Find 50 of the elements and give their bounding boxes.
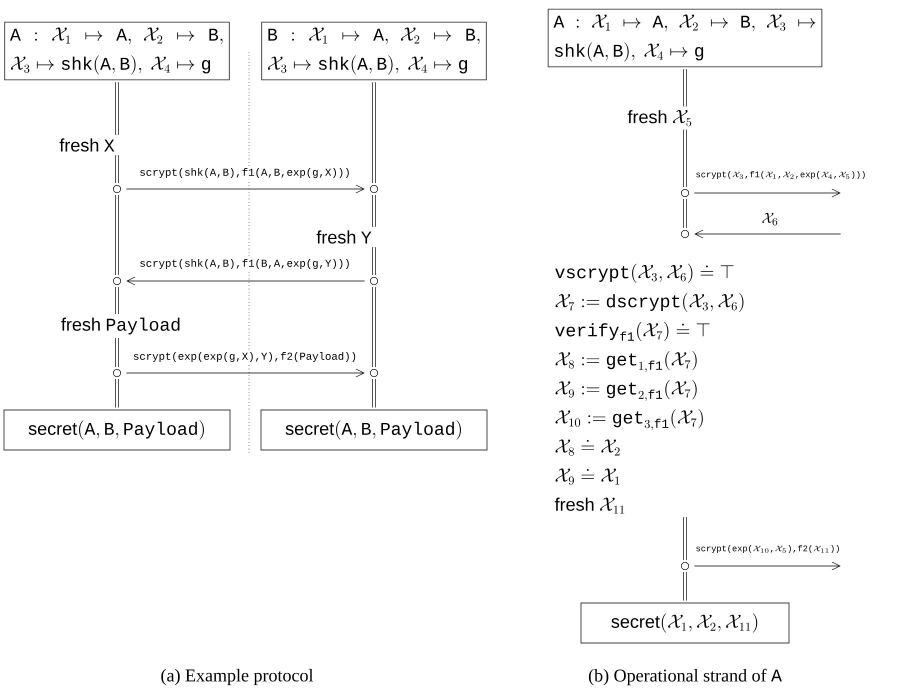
message-arrow [126,184,365,194]
edge-label: $\texttt{scrypt(exp(}\mathcal{X}_{10}\texttt{,}\mathcal{X}_5\texttt{),f2(}\mathcal{X}_{11}\texttt{))}$ [694,544,842,554]
double-line [115,379,119,408]
message-arrow [694,188,841,198]
event-circle [681,189,689,197]
message-arrow [694,230,841,238]
assignment-box: $\mathtt{A}:\mathcal{X}_1\mapsto\mathtt{A},\allowbreak\ \mathcal{X}_2\mapsto\mathtt{B},\allowbreak\ \mathcal{X}_3\mapsto\mathtt{shk}(\mathtt{A},\mathtt{B}),\allowbreak\ \mathcal{X}_4\mapsto\mathtt{g}$ [548,8,822,68]
double-line [372,82,376,183]
event-circle [681,562,689,570]
edge-label: $\texttt{scrypt(shk(A,B),f1(B,A,exp(g,Y)))}$ [138,258,352,270]
fresh-label: $\mathsf{fresh}\ \mathtt{X}$ [60,138,114,152]
double-line [683,69,687,106]
assignment-box: $\mathtt{A}:\mathcal{X}_1\mapsto\mathtt{A},\allowbreak\ \mathcal{X}_2\mapsto\mathtt{B},\allowbreak\ \mathcal{X}_3\mapsto\mathtt{shk}(\mathtt{A},\mathtt{B}),\allowbreak\ \mathcal{X}_4\mapsto\mathtt{g}$ [4,22,230,80]
double-line [372,287,376,367]
condition-list: $\mathtt{vscrypt}(\mathcal{X}_3,\mathcal{X}_6)\doteq\top$ $\mathcal{X}_7:=\mathtt{dscrypt}(\mathcal{X}_3,\mathcal{X}_6)$ $\mathtt{verify}_{\mathtt{f1}}(\mathcal{X}_7)\doteq\top$ $\mathcal{X}_8:=\mathtt{get}_{1,\mathtt{f1}}(\mathcal{X}_7)$ $\mathcal{X}_9:=\mathtt{get}_{2,\mathtt{f1}}(\mathcal{X}_7)$ $\mathcal{X}_{10}:=\mathtt{get}_{3,\mathtt{f1}}(\mathcal{X}_7)$ $\mathcal{X}_8\doteq\mathcal{X}_2$ $\mathcal{X}_9\doteq\mathcal{X}_1$ $\mathsf{fresh}\ \mathcal{X}_{11}$ [554,264,744,514]
double-line [683,572,687,601]
double-line [372,195,376,227]
event-circle [113,185,121,193]
event-circle [113,369,121,377]
edge-label: $\mathcal{X}_6$ [760,212,780,226]
fresh-label: $\mathsf{fresh}\ \mathtt{Payload}$ [61,318,180,334]
assignment-box: $\mathtt{B}:\mathcal{X}_1\mapsto\mathtt{A},\allowbreak\ \mathcal{X}_2\mapsto\mathtt{B},\allowbreak\ \mathcal{X}_3\mapsto\mathtt{shk}(\mathtt{A},\mathtt{B}),\allowbreak\ \mathcal{X}_4\mapsto\mathtt{g}$ [261,22,487,80]
double-line [372,379,376,408]
double-line [115,82,119,135]
edge-label: $\texttt{scrypt(shk(A,B),f1(A,B,exp(g,X)))}$ [138,166,352,180]
message-arrow [694,562,841,570]
double-line [115,338,119,367]
event-circle [113,277,121,285]
secret-box: $\mathsf{secret}(\mathtt{A},\mathtt{B},\mathtt{Payload})$ [260,410,488,450]
secret-box: $\mathsf{secret}(\mathtt{A},\mathtt{B},\mathtt{Payload})$ [4,410,230,450]
message-arrow [126,368,365,378]
event-circle [681,230,689,238]
fresh-label: $\mathsf{fresh}\ \mathcal{X}_5$ [628,110,692,126]
double-line [372,247,376,275]
message-arrow [126,276,365,286]
double-line [683,130,687,187]
secret-box: $\mathsf{secret}(\mathcal{X}_1,\mathcal{X}_2,\mathcal{X}_{11})$ [580,602,790,644]
double-line [683,517,687,560]
edge-label: $\texttt{scrypt(exp(exp(g,X),Y),f2(Payload))}$ [132,350,358,364]
double-line [683,199,687,228]
event-circle [370,369,378,377]
double-line [115,155,119,183]
event-circle [370,277,378,285]
fresh-label: $\mathsf{fresh}\ \mathtt{Y}$ [316,230,372,244]
double-line [115,287,119,314]
caption: $\text{(a) Example protocol}$ [161,668,314,686]
double-line [115,195,119,275]
edge-label: $\texttt{scrypt(}\mathcal{X}_3\texttt{,f1(}\mathcal{X}_1\texttt{,}\mathcal{X}_2\texttt{,exp(}\mathcal{X}_4\texttt{,}\mathcal{X}_5\texttt{)))}$ [694,170,868,180]
caption: $\text{(b) Operational strand of }\mathtt{A}$ [588,668,782,686]
event-circle [370,185,378,193]
